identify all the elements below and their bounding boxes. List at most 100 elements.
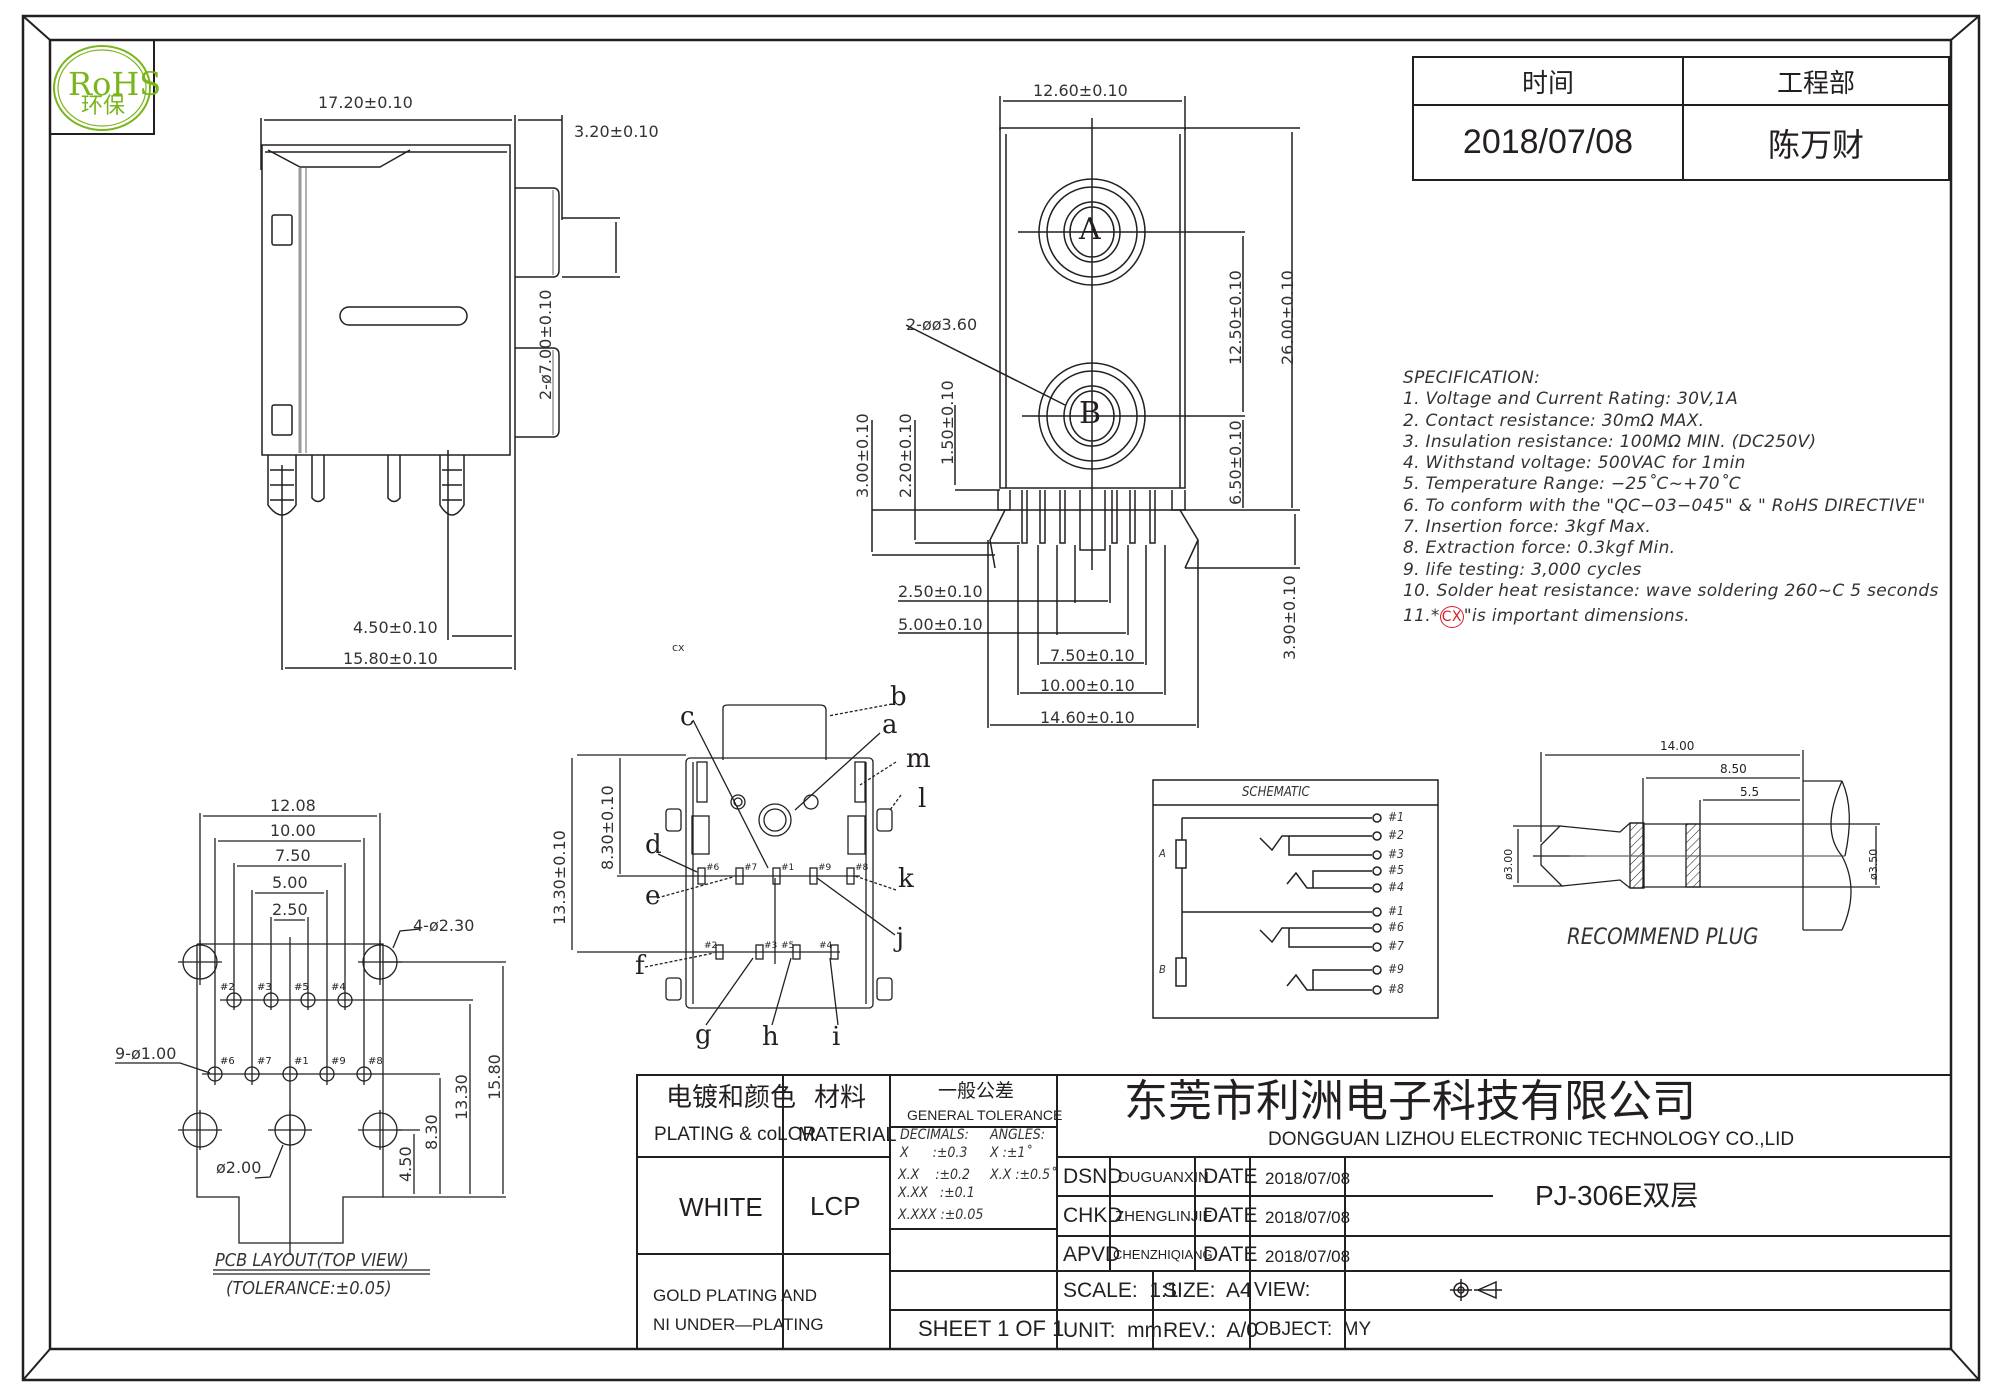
spec-item: 2. Contact resistance: 30mΩ MAX. <box>1403 410 1705 431</box>
schematic-pin: #6 <box>1388 920 1404 934</box>
tolerance-label-cn: 一般公差 <box>938 1080 1015 1102</box>
date-designed: 2018/07/08 <box>1265 1169 1351 1188</box>
schematic-label-b: B <box>1159 963 1166 976</box>
plug-dim-short: 5.5 <box>1740 785 1760 799</box>
callout-a: a <box>882 710 898 740</box>
dim-2-50: 2.50±0.10 <box>898 582 983 601</box>
plating-label-en: PLATING & coLOR <box>654 1124 817 1145</box>
date-approved: 2018/07/08 <box>1265 1247 1351 1266</box>
tolerance-xx: X.X :±0.2 <box>898 1167 971 1183</box>
front-depth-dimension: 3.20±0.10 <box>574 122 659 141</box>
callout-c: c <box>680 702 695 732</box>
angle-x: X :±1˚ <box>990 1145 1032 1161</box>
pcb-dim-7-50: 7.50 <box>275 846 311 865</box>
callout-d: d <box>645 830 662 860</box>
object-value: OBJECT: MY <box>1254 1319 1372 1340</box>
schematic-pin: #5 <box>1388 863 1404 877</box>
important-dimension-mark: CX <box>1439 606 1464 629</box>
plug-dim-total: 14.00 <box>1660 739 1695 753</box>
pcb-callout-small-holes: 9-ø1.00 <box>115 1044 177 1063</box>
pcb-dim-10-00: 10.00 <box>270 821 316 840</box>
callout-f: f <box>635 951 645 981</box>
bottom-pin-label: #4 <box>819 941 833 951</box>
spec-item: 3. Insulation resistance: 100MΩ MIN. (DC… <box>1403 431 1817 452</box>
spec-item-11-prefix: 11.* <box>1403 606 1440 627</box>
angle-xx: X.X :±0.5˚ <box>990 1167 1057 1183</box>
bottom-pin-label: #1 <box>781 863 795 873</box>
cx-note: cx <box>672 641 685 654</box>
spec-item: 4. Withstand voltage: 500VAC for 1min <box>1403 453 1746 474</box>
view-symbol-icon <box>1450 1279 1502 1301</box>
pcb-pin-label: #4 <box>331 982 346 993</box>
header-date-value: 2018/07/08 <box>1412 104 1684 181</box>
pcb-pin-label: #2 <box>220 982 235 993</box>
date-label-approved: DATE <box>1203 1243 1258 1266</box>
pcb-dim-12-08: 12.08 <box>270 796 316 815</box>
pcb-pin-label: #5 <box>294 982 309 993</box>
side-width-dimension: 12.60±0.10 <box>1033 81 1128 100</box>
spec-item-11-suffix: "is important dimensions. <box>1463 606 1690 627</box>
dim-7-50: 7.50±0.10 <box>1050 646 1135 665</box>
approval-header-table: 时间 工程部 2018/07/08 陈万财 <box>1412 56 1950 181</box>
pcb-dim-5-00: 5.00 <box>272 873 308 892</box>
front-width-dimension: 17.20±0.10 <box>318 93 413 112</box>
spec-title: SPECIFICATION: <box>1403 368 1541 388</box>
callout-i: i <box>832 1022 841 1052</box>
front-pin-dimension-a: 4.50±0.10 <box>353 618 438 637</box>
pcb-dim-2-50: 2.50 <box>272 900 308 919</box>
callout-k: k <box>898 864 914 894</box>
date-checked: 2018/07/08 <box>1265 1208 1351 1227</box>
date-label-checked: DATE <box>1203 1204 1258 1227</box>
plating-spec-line2: NI UNDER—PLATING <box>653 1315 824 1334</box>
bottom-pin-label: #5 <box>781 941 795 951</box>
front-pin-dimension-b: 15.80±0.10 <box>343 649 438 668</box>
angles-label: ANGLES: <box>990 1127 1046 1143</box>
rohs-badge-text: RoHS <box>68 65 162 103</box>
view-label: VIEW: <box>1254 1279 1311 1301</box>
bottom-pin-label: #7 <box>744 863 758 873</box>
header-dept-label: 工程部 <box>1682 56 1950 106</box>
pcb-pin-label: #6 <box>220 1056 235 1067</box>
jack-b-label: B <box>1079 396 1102 431</box>
schematic-pin: #1 <box>1388 810 1404 824</box>
pcb-callout-mid-hole: ø2.00 <box>216 1158 262 1177</box>
name-approved: CHENZHIQIANG <box>1113 1247 1213 1262</box>
callout-g: g <box>695 1020 712 1050</box>
material-value: LCP <box>810 1191 861 1221</box>
tolerance-label-en: GENERAL TOLERANCE <box>907 1107 1063 1123</box>
name-checked: ZHENGLINJIE <box>1115 1208 1213 1225</box>
bottom-pin-label: #9 <box>818 863 832 873</box>
callout-b: b <box>890 682 907 712</box>
material-label-en: MATERIAL <box>798 1124 897 1146</box>
schematic-pin: #9 <box>1388 962 1404 976</box>
company-name-cn: 东莞市利洲电子科技有限公司 <box>1124 1076 1696 1127</box>
pcb-tolerance: (TOLERANCE:±0.05) <box>226 1278 392 1299</box>
spec-item: 5. Temperature Range: −25˚C~+70˚C <box>1403 474 1741 495</box>
callout-m: m <box>906 744 931 774</box>
callout-e: e <box>645 881 661 911</box>
callout-l: l <box>918 784 927 814</box>
callout-j: j <box>896 923 905 953</box>
name-designed: OUGUANXIN <box>1118 1169 1209 1186</box>
plug-dim-mid: 8.50 <box>1720 762 1747 776</box>
spec-item: 9. life testing: 3,000 cycles <box>1403 559 1642 580</box>
schematic-pin: #3 <box>1388 847 1404 861</box>
spec-item: 1. Voltage and Current Rating: 30V,1A <box>1403 389 1739 410</box>
pcb-layout-title: PCB LAYOUT(TOP VIEW) <box>215 1250 409 1271</box>
dim-5-00: 5.00±0.10 <box>898 615 983 634</box>
plating-label-cn: 电镀和颜色 <box>666 1083 797 1113</box>
spec-item: 6. To conform with the "QC−03−045" & " R… <box>1403 495 1926 516</box>
spec-item: 10. Solder heat resistance: wave solderi… <box>1403 580 1939 601</box>
pcb-pin-label: #9 <box>331 1056 346 1067</box>
revision-value: REV.: A/0 <box>1163 1319 1258 1342</box>
pcb-callout-big-holes: 4-ø2.30 <box>413 916 475 935</box>
plating-spec-line1: GOLD PLATING AND <box>653 1286 818 1305</box>
company-name-en: DONGGUAN LIZHOU ELECTRONIC TECHNOLOGY CO… <box>1268 1129 1795 1150</box>
dim-14-60: 14.60±0.10 <box>1040 708 1135 727</box>
